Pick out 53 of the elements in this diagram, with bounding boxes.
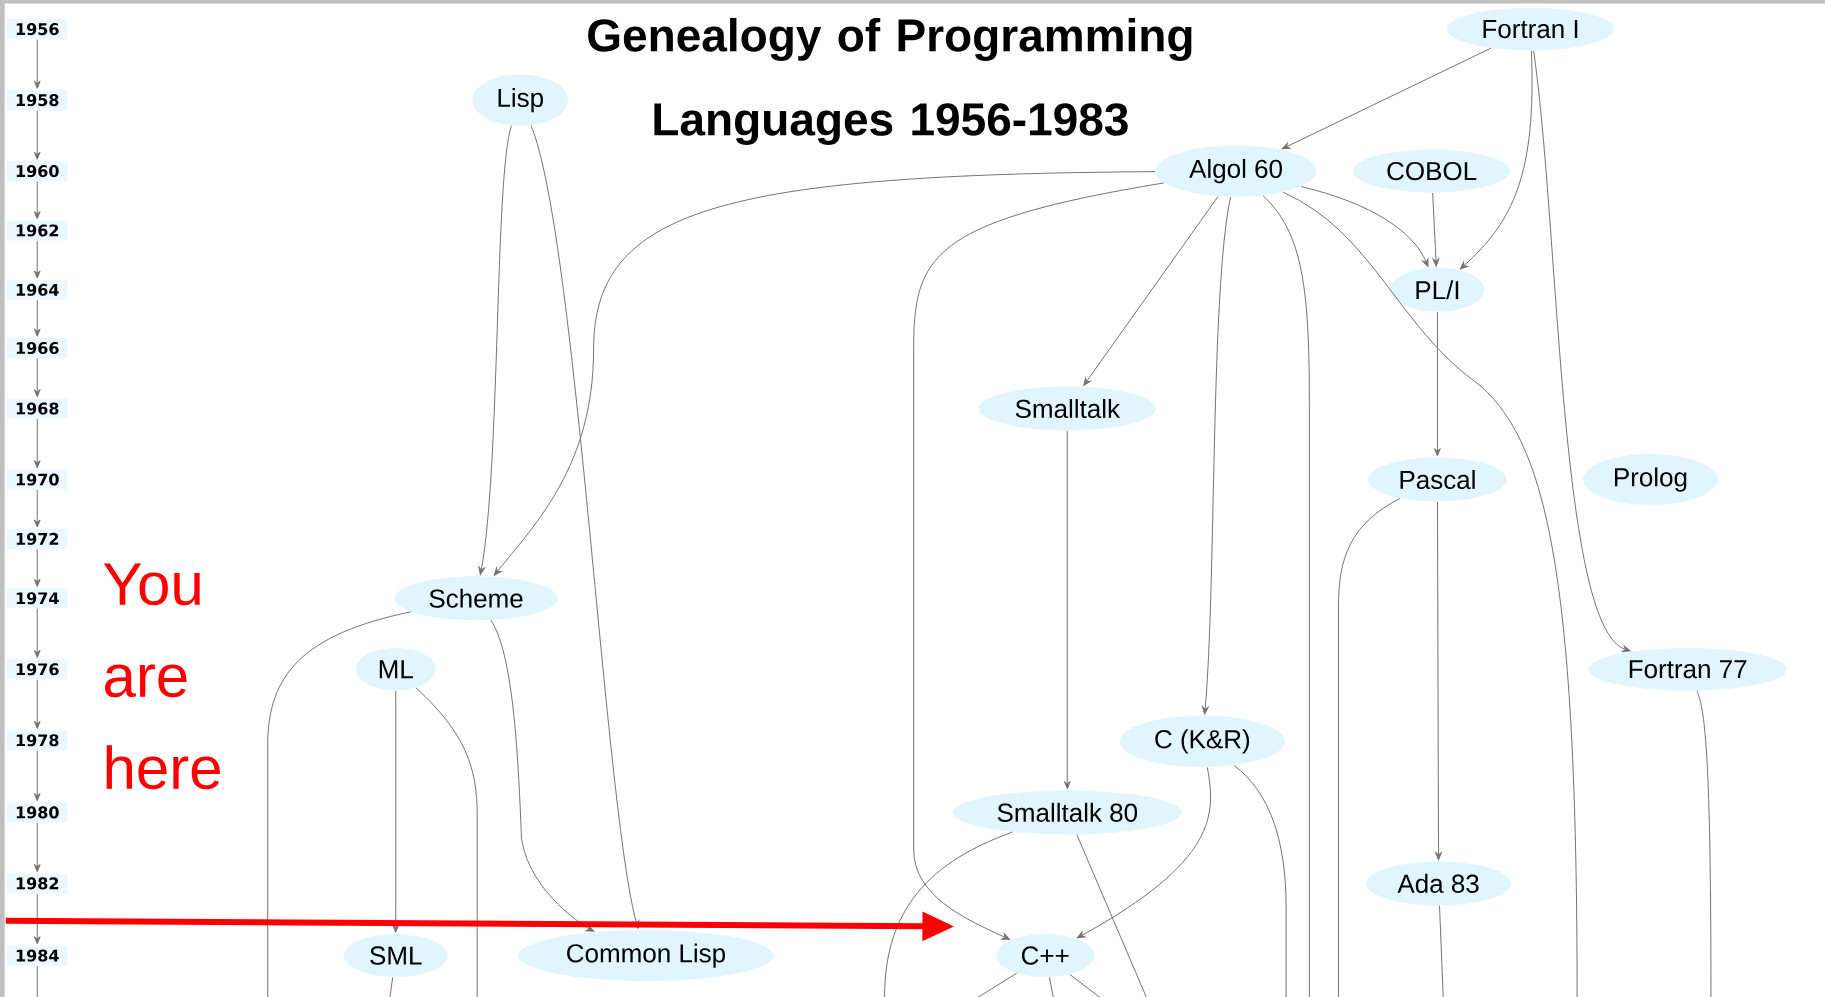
arrow [1434,311,1441,457]
arrow [1533,50,1631,652]
arrow [1432,192,1440,267]
connector-line [1069,973,1101,997]
connector-line [1338,497,1401,997]
arrow [1459,50,1533,270]
year-box: 1982 [7,873,68,894]
arrow [1076,766,1211,939]
connector-line [1048,976,1054,997]
arrow [33,357,41,397]
year-box: 1980 [7,802,68,823]
arrow [33,822,41,872]
connector-line [1439,905,1444,997]
arrow [913,182,1165,940]
year-box: 1970 [7,469,68,490]
connector-line [36,965,38,997]
arrow [478,124,512,575]
connector-line [415,687,478,997]
connector-line [1282,191,1578,997]
arrow [33,240,41,279]
arrow [33,548,41,587]
year-box: 1962 [7,220,68,241]
arrow [33,180,41,219]
arrow [33,750,41,801]
arrow [490,619,595,932]
annotation-text: You are here [103,563,220,790]
arrow [392,690,400,933]
arrow [1202,196,1232,715]
arrow [493,170,1156,576]
title: Genealogy of Programming Languages 1956-1983 [588,17,1192,145]
arrow [33,607,41,658]
connector-line [977,972,1017,997]
connector-line [267,611,412,997]
arrow [1083,195,1219,386]
arrow [1300,185,1429,267]
connector-line [1076,834,1147,997]
arrow [33,678,41,729]
connector-line [1696,690,1712,997]
arrow [33,418,41,468]
arrow [1281,47,1492,150]
arrow [33,489,41,528]
arrow [33,299,41,337]
arrow [1063,430,1071,789]
connector-line [884,831,1014,997]
arrow [33,109,41,160]
arrow [1435,501,1442,860]
year-box: 1968 [7,398,68,419]
arrow [33,38,41,89]
connector-line [1233,764,1287,997]
arrow [530,124,640,929]
connector-line [389,976,394,997]
arrow [33,893,41,945]
connector-line [1262,194,1310,997]
